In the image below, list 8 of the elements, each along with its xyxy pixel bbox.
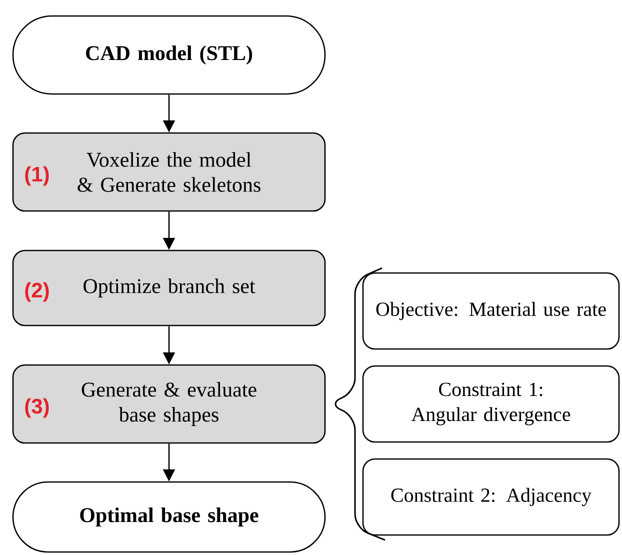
- terminal-box: Optimal base shape: [12, 481, 326, 553]
- step-number: (1): [25, 166, 49, 186]
- step-number: (3): [25, 398, 49, 418]
- criterion-box: Constraint 1: Angular divergence: [362, 365, 620, 443]
- criterion-box: Constraint 2: Adjacency: [362, 458, 620, 536]
- step-number: (2): [25, 282, 49, 302]
- terminal-box: CAD model (STL): [12, 15, 326, 95]
- criterion-box: Objective: Material use rate: [362, 272, 620, 350]
